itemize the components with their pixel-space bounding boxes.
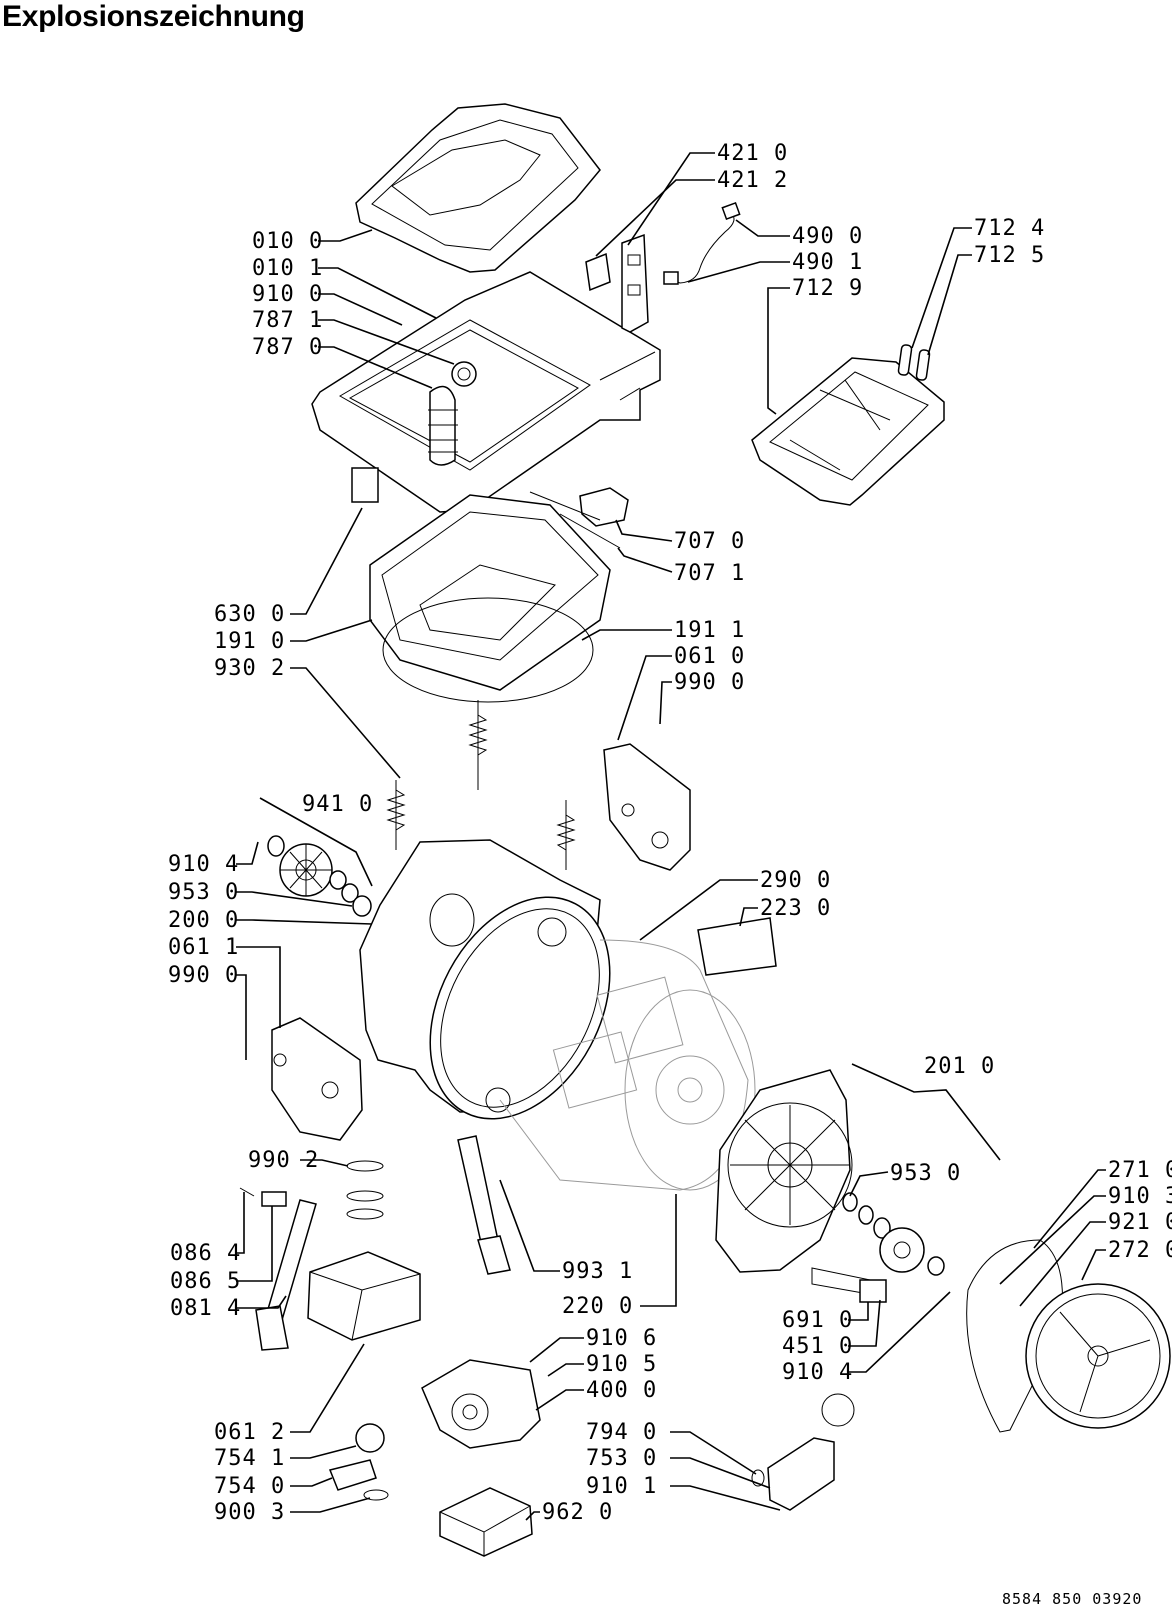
label-201-0: 201 0 (924, 1054, 995, 1079)
label-990-0-lower: 990 0 (168, 963, 239, 988)
label-061-2: 061 2 (214, 1420, 285, 1445)
page-title: Explosionszeichnung (2, 0, 305, 33)
label-707-0: 707 0 (674, 529, 745, 554)
label-910-4-left: 910 4 (168, 852, 239, 877)
small-cover-icon (351, 467, 379, 503)
top-console-frame-icon (311, 271, 661, 513)
label-086-4: 086 4 (170, 1241, 241, 1266)
label-712-9: 712 9 (792, 276, 863, 301)
label-910-5: 910 5 (586, 1352, 657, 1377)
label-081-4: 081 4 (170, 1296, 241, 1321)
leader-lines (236, 152, 1106, 1521)
label-086-5: 086 5 (170, 1269, 241, 1294)
label-753-0: 753 0 (586, 1446, 657, 1471)
label-910-6: 910 6 (586, 1326, 657, 1351)
label-272-0: 272 0 (1108, 1238, 1172, 1263)
label-910-3: 910 3 (1108, 1184, 1172, 1209)
label-400-0: 400 0 (586, 1378, 657, 1403)
pressure-sensor-icon (529, 487, 629, 549)
label-712-5: 712 5 (974, 243, 1045, 268)
label-490-1: 490 1 (792, 250, 863, 275)
part-labels: 421 0 421 2 490 0 490 1 712 9 712 4 712 … (168, 141, 1172, 1525)
label-271-0: 271 0 (1108, 1158, 1172, 1183)
counterweight-icon (603, 743, 691, 871)
label-191-1: 191 1 (674, 618, 745, 643)
label-993-1: 993 1 (562, 1259, 633, 1284)
label-191-0: 191 0 (214, 629, 285, 654)
label-421-0: 421 0 (717, 141, 788, 166)
motor-icon (421, 1359, 541, 1449)
label-010-0: 010 0 (252, 229, 323, 254)
label-712-4: 712 4 (974, 216, 1045, 241)
filter-icon (328, 1423, 389, 1501)
label-451-0: 451 0 (782, 1334, 853, 1359)
label-630-0: 630 0 (214, 602, 285, 627)
label-921-0: 921 0 (1108, 1210, 1172, 1235)
label-707-1: 707 1 (674, 561, 745, 586)
drive-belt-icon (966, 1239, 1063, 1433)
bearing-flange-icon (267, 835, 372, 917)
label-930-2: 930 2 (214, 656, 285, 681)
tub-part-icon (697, 917, 777, 976)
label-754-1: 754 1 (214, 1446, 285, 1471)
rear-bearing-icon (842, 1192, 945, 1276)
label-910-0: 910 0 (252, 282, 323, 307)
label-990-2: 990 2 (248, 1148, 319, 1173)
label-941-0: 941 0 (302, 792, 373, 817)
label-900-3: 900 3 (214, 1500, 285, 1525)
power-cord-icon (663, 202, 741, 285)
label-910-1: 910 1 (586, 1474, 657, 1499)
terminal-block-icon (585, 233, 649, 333)
tub-back-icon (715, 1069, 853, 1273)
label-490-0: 490 0 (792, 224, 863, 249)
label-421-2: 421 2 (717, 168, 788, 193)
label-953-0-right: 953 0 (890, 1161, 961, 1186)
label-290-0: 290 0 (760, 868, 831, 893)
detergent-dispenser-icon (751, 344, 945, 506)
label-910-4-right: 910 4 (782, 1360, 853, 1385)
outer-tub-icon (359, 839, 611, 1120)
base-block-icon (307, 1251, 421, 1341)
tub-cover-ring-icon (369, 494, 611, 703)
top-lid-frame-icon (355, 103, 601, 273)
document-code: 8584 850 03920 (1002, 1590, 1143, 1608)
heater-icon (811, 1267, 887, 1303)
label-220-0: 220 0 (562, 1294, 633, 1319)
label-061-0: 061 0 (674, 644, 745, 669)
label-953-0-left: 953 0 (168, 880, 239, 905)
label-010-1: 010 1 (252, 256, 323, 281)
spring-clip-icon (346, 1160, 384, 1220)
label-754-0: 754 0 (214, 1474, 285, 1499)
label-223-0: 223 0 (760, 896, 831, 921)
label-962-0: 962 0 (542, 1500, 613, 1525)
label-794-0: 794 0 (586, 1420, 657, 1445)
front-counterweight-icon (271, 1017, 363, 1141)
label-787-1: 787 1 (252, 308, 323, 333)
label-691-0: 691 0 (782, 1308, 853, 1333)
shock-absorber-icon (239, 1135, 511, 1351)
label-787-0: 787 0 (252, 335, 323, 360)
label-200-0: 200 0 (168, 908, 239, 933)
parts-layer (239, 103, 1171, 1557)
label-990-0-upper: 990 0 (674, 670, 745, 695)
label-061-1: 061 1 (168, 935, 239, 960)
drain-pump-icon (751, 1393, 855, 1511)
bottom-tray-icon (439, 1487, 533, 1557)
pulley-icon (1025, 1283, 1171, 1429)
drum-icon (499, 939, 756, 1191)
